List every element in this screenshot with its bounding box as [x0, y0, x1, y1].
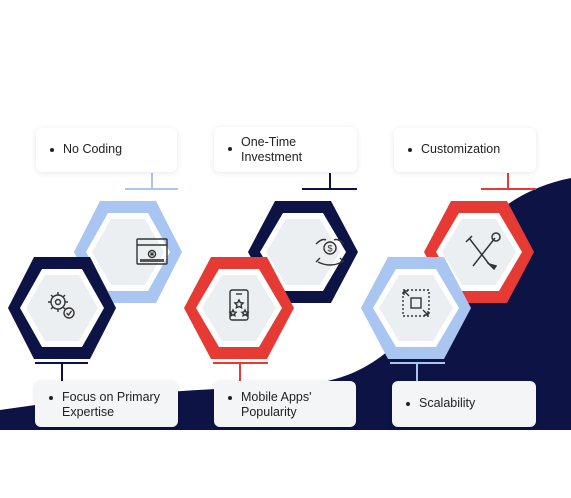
feature-card-scalability: Scalability: [392, 381, 536, 427]
feature-label-scalability: Scalability: [419, 396, 476, 410]
connector-scalability: [390, 362, 445, 381]
phone-stars-icon: [228, 289, 250, 321]
navy-wave-background: [0, 178, 571, 430]
connector-focus-expertise: [35, 362, 88, 381]
feature-label-one-time-investment: One-Time Investment: [241, 135, 303, 164]
feature-card-no-coding: No Coding: [36, 128, 177, 172]
hexagon-one-time-investment: [248, 201, 358, 303]
wrench-pencil-icon: [465, 232, 501, 271]
bullet-dot: [228, 147, 232, 151]
connector-one-time-investment: [302, 173, 357, 190]
feature-label-focus-expertise: Focus on Primary Expertise: [62, 390, 160, 419]
feature-label-mobile-apps: Mobile Apps' Popularity: [241, 390, 312, 419]
connector-customization: [481, 173, 536, 190]
feature-card-customization: Customization: [394, 128, 536, 172]
hand-dollar-icon: $: [315, 238, 345, 266]
bullet-dot: [406, 402, 410, 406]
bullet-dot: [408, 148, 412, 152]
feature-card-one-time-investment: One-Time Investment: [214, 127, 357, 172]
expand-arrows-icon: [402, 289, 430, 317]
connector-no-coding: [125, 173, 178, 190]
bullet-dot: [49, 396, 53, 400]
hexagon-mobile-apps: [184, 257, 294, 359]
browser-window-icon: [136, 238, 168, 265]
hexagon-no-coding: [74, 201, 182, 303]
feature-card-focus-expertise: Focus on Primary Expertise: [35, 381, 178, 427]
gear-check-icon: [48, 292, 75, 319]
connector-mobile-apps: [213, 362, 268, 381]
bullet-dot: [228, 396, 232, 400]
feature-label-no-coding: No Coding: [63, 142, 123, 156]
feature-card-mobile-apps: Mobile Apps' Popularity: [214, 381, 356, 427]
svg-text:$: $: [327, 244, 332, 254]
bullet-dot: [50, 148, 54, 152]
feature-label-customization: Customization: [421, 142, 501, 156]
